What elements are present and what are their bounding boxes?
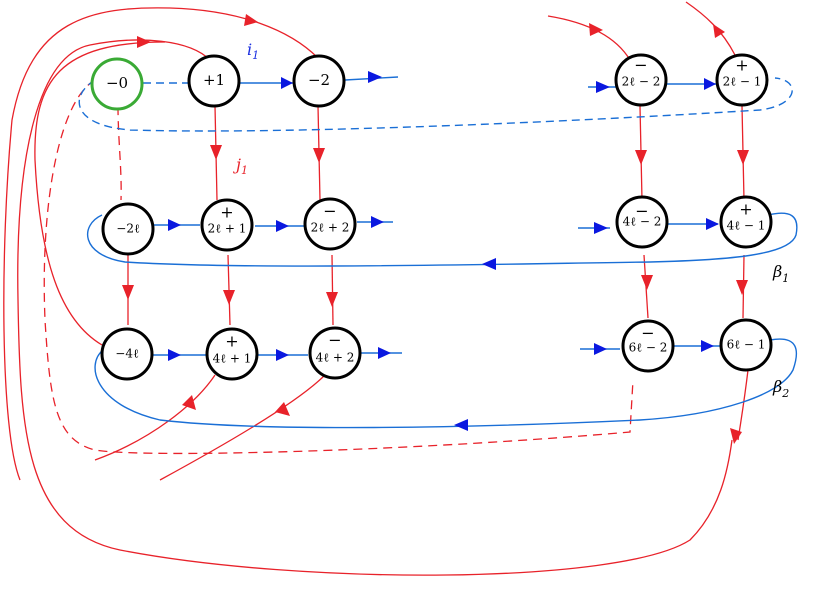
node-minus-4l: −4ℓ: [100, 327, 154, 381]
svg-text:−0: −0: [106, 74, 128, 92]
blue-edges: [78, 76, 798, 429]
curve-from-4lp2: [159, 374, 326, 481]
svg-text:4ℓ + 1: 4ℓ + 1: [213, 352, 252, 366]
svg-text:4ℓ − 1: 4ℓ − 1: [727, 219, 766, 233]
dashed-left-loop: [43, 79, 634, 455]
curve-from-4lp1: [94, 374, 216, 461]
label-j1: j1: [233, 155, 248, 177]
svg-text:−: −: [328, 331, 341, 350]
arc-into-minus4l: [34, 41, 166, 346]
node-4l-plus-2: − 4ℓ + 2: [308, 326, 362, 380]
svg-text:2ℓ − 1: 2ℓ − 1: [723, 75, 762, 89]
svg-text:−: −: [635, 202, 648, 221]
svg-text:6ℓ − 2: 6ℓ − 2: [629, 341, 668, 355]
node-2l-plus-1: + 2ℓ + 1: [200, 198, 254, 252]
node-6l-minus-2: − 6ℓ − 2: [621, 319, 675, 373]
svg-text:−: −: [641, 324, 654, 343]
node-6l-minus-1: 6ℓ − 1: [719, 318, 773, 372]
arc-into-plus1: [17, 39, 733, 576]
node-4l-minus-2: − 4ℓ − 2: [615, 195, 669, 249]
svg-text:−: −: [634, 56, 647, 75]
node-minus-0: −0: [90, 57, 144, 111]
svg-text:+1: +1: [203, 71, 225, 89]
svg-text:2ℓ + 1: 2ℓ + 1: [208, 222, 247, 236]
dashed-0-to-2l: [117, 105, 122, 201]
node-plus-1: +1: [187, 54, 241, 108]
svg-text:2ℓ − 2: 2ℓ − 2: [622, 75, 661, 89]
svg-text:6ℓ − 1: 6ℓ − 1: [727, 338, 766, 352]
red-arrowheads: [122, 14, 749, 444]
annotations: i1 j1 β1 β2: [233, 40, 789, 400]
label-i1: i1: [247, 40, 259, 62]
label-beta2: β2: [772, 377, 789, 400]
label-beta1: β1: [772, 262, 789, 285]
svg-text:−4ℓ: −4ℓ: [115, 347, 139, 361]
node-minus-2l: −2ℓ: [101, 202, 155, 256]
svg-text:4ℓ + 2: 4ℓ + 2: [316, 351, 355, 365]
nodes: −0 +1 −2 − 2ℓ − 2 + 2ℓ − 1 −2ℓ + 2ℓ +: [90, 53, 773, 381]
node-2l-minus-2: − 2ℓ − 2: [614, 53, 668, 107]
svg-text:+: +: [220, 203, 233, 222]
arc-into-minus2: [3, 7, 319, 481]
svg-text:−: −: [323, 202, 336, 221]
incoming-2l-1: [685, 1, 736, 56]
node-2l-plus-2: − 2ℓ + 2: [303, 197, 357, 251]
node-minus-2: −2: [292, 54, 346, 108]
svg-text:+: +: [735, 56, 748, 75]
svg-text:−2ℓ: −2ℓ: [116, 222, 140, 236]
svg-text:+: +: [739, 200, 752, 219]
svg-text:+: +: [225, 332, 238, 351]
svg-text:2ℓ + 2: 2ℓ + 2: [311, 221, 350, 235]
node-2l-minus-1: + 2ℓ − 1: [715, 53, 769, 107]
node-4l-minus-1: + 4ℓ − 1: [719, 195, 773, 249]
red-edges: [3, 1, 736, 576]
blue-arrowheads: [168, 71, 719, 431]
svg-text:4ℓ − 2: 4ℓ − 2: [623, 215, 662, 229]
incoming-2l-2: [547, 15, 631, 61]
node-4l-plus-1: + 4ℓ + 1: [205, 327, 259, 381]
red-vertical-edges: [127, 105, 749, 441]
svg-text:−2: −2: [308, 71, 330, 89]
